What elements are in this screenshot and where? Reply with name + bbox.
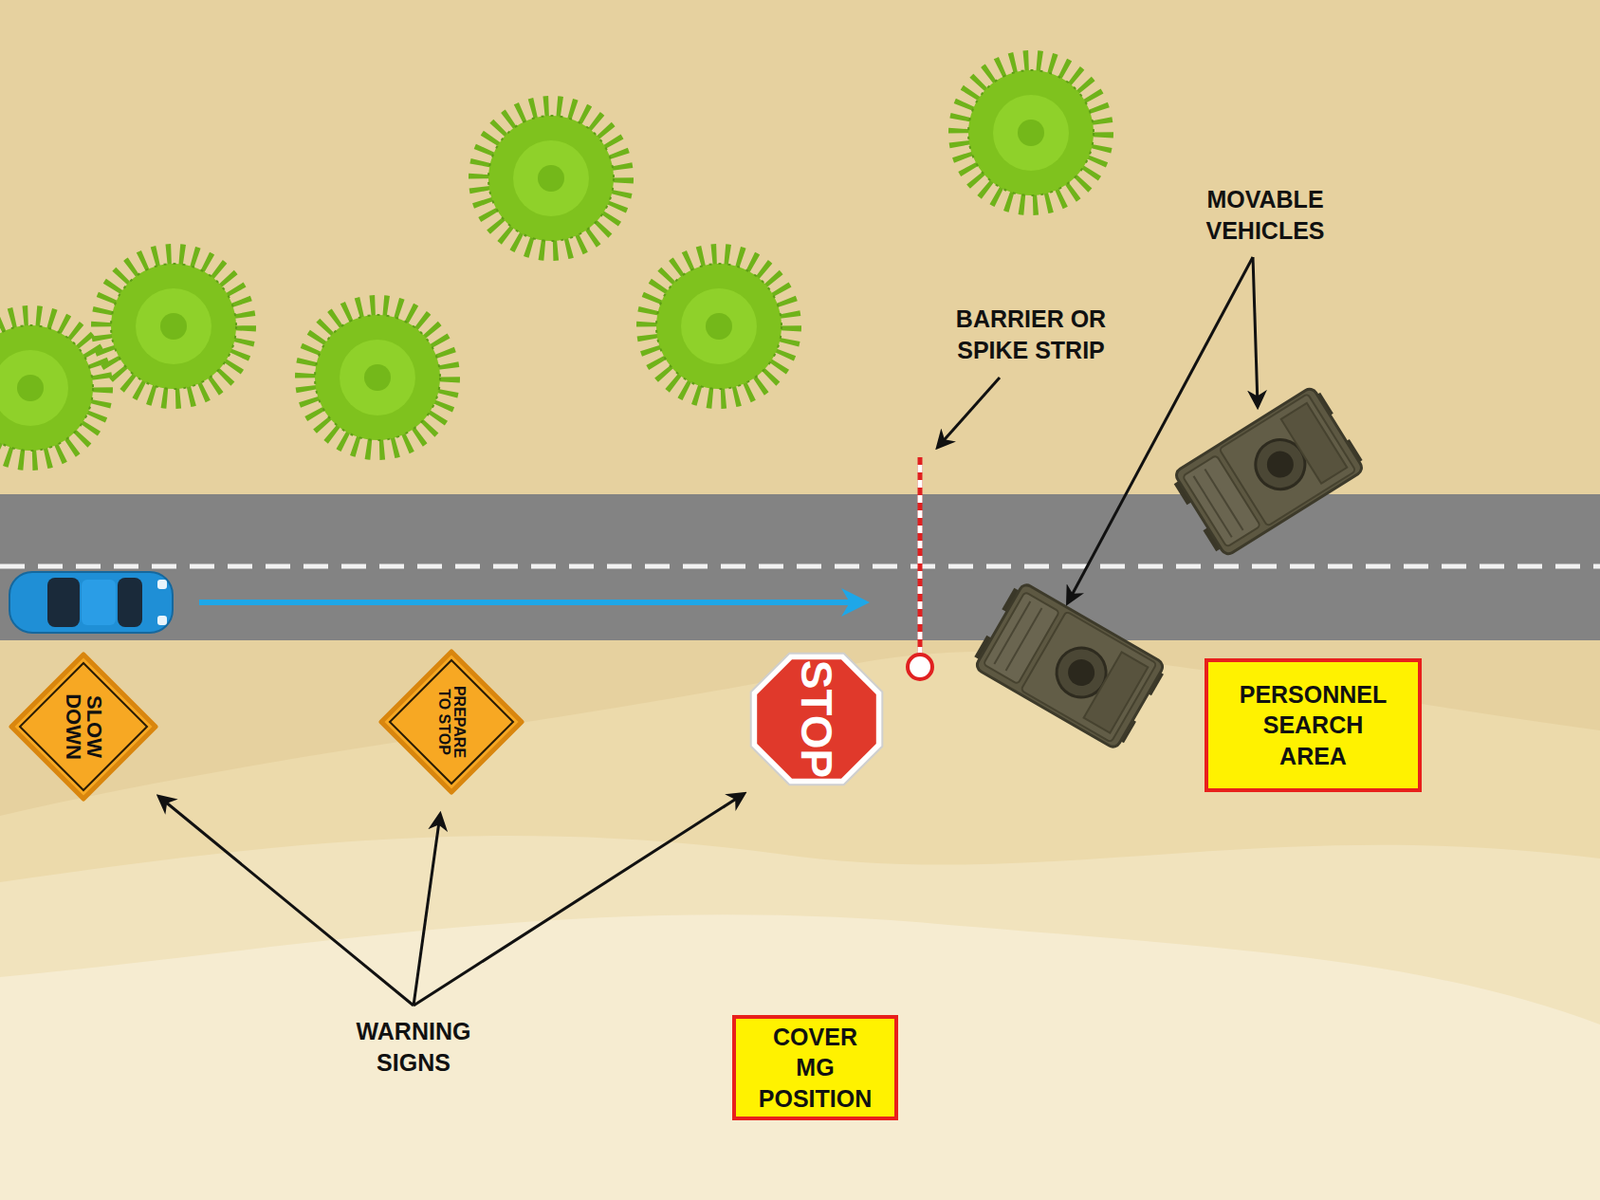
area-box: PERSONNEL SEARCH AREA <box>1204 658 1422 792</box>
callout-label: MOVABLE VEHICLES <box>1184 183 1346 246</box>
callout-label: BARRIER OR SPIKE STRIP <box>929 303 1134 366</box>
callout-label: WARNING SIGNS <box>337 1015 490 1078</box>
warning-sign: PREPARE TO STOP <box>378 648 525 795</box>
sign-text: PREPARE TO STOP <box>436 685 467 758</box>
sign-text: SLOW DOWN <box>62 693 105 760</box>
sign-text: STOP <box>794 660 839 778</box>
stop-sign: STOP <box>744 646 889 791</box>
area-label: PERSONNEL SEARCH AREA <box>1229 679 1398 773</box>
area-box: COVER MG POSITION <box>732 1014 899 1121</box>
warning-sign: SLOW DOWN <box>8 651 159 802</box>
area-label: COVER MG POSITION <box>751 1021 880 1115</box>
